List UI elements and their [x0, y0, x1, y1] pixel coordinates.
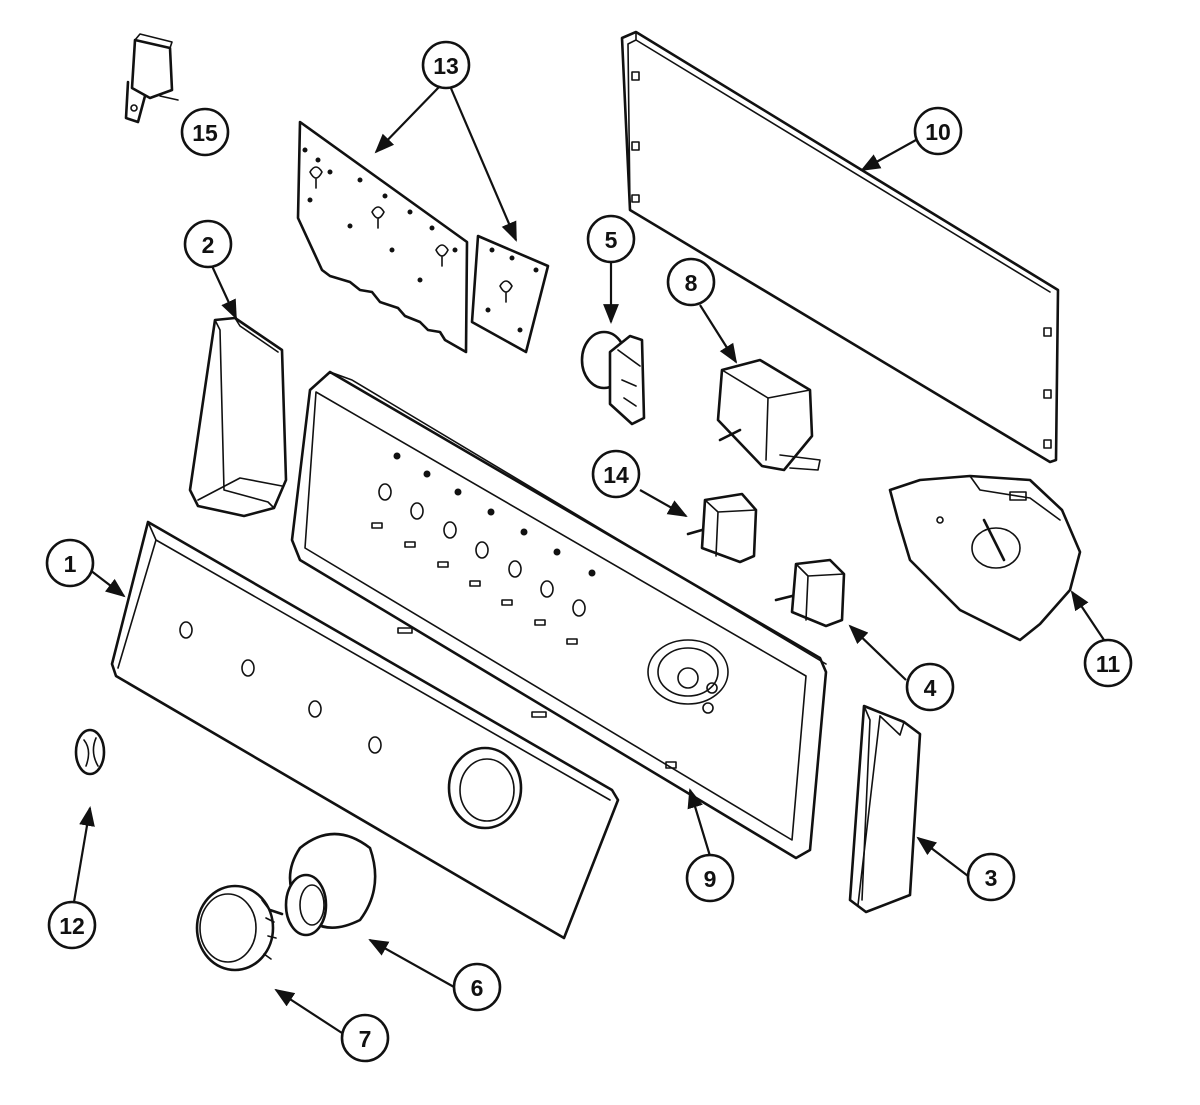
callout-7: 7	[340, 1013, 390, 1063]
svg-text:8: 8	[685, 270, 698, 296]
timer-motor-part	[888, 474, 1082, 642]
left-end-cap-part	[188, 316, 288, 518]
callout-1: 1	[45, 538, 95, 588]
transformer-part	[124, 33, 179, 124]
timer-switch-part	[716, 358, 821, 472]
right-end-cap-part	[848, 704, 922, 914]
svg-text:10: 10	[925, 119, 951, 145]
callout-4: 4	[905, 662, 955, 712]
svg-text:2: 2	[202, 232, 215, 258]
callout-2: 2	[183, 219, 233, 269]
svg-text:13: 13	[433, 53, 459, 79]
svg-text:4: 4	[924, 675, 937, 701]
callout-10: 10	[913, 106, 963, 156]
knob-skirt-part	[284, 832, 377, 937]
rocker-switch-part	[774, 558, 846, 628]
callout-3: 3	[966, 852, 1016, 902]
callout-15: 15	[180, 107, 230, 157]
svg-text:14: 14	[603, 462, 629, 488]
callout-14: 14	[591, 449, 641, 499]
svg-text:15: 15	[192, 120, 218, 146]
selector-switch-part	[686, 492, 758, 564]
callout-12: 12	[47, 900, 97, 950]
callout-11: 11	[1083, 638, 1133, 688]
switch-part	[580, 330, 646, 426]
front-facia-part	[110, 520, 620, 940]
svg-text:9: 9	[704, 866, 717, 892]
leader-lines	[72, 85, 1105, 1034]
callout-8: 8	[666, 257, 716, 307]
svg-text:6: 6	[471, 975, 484, 1001]
svg-text:5: 5	[605, 227, 618, 253]
callout-9: 9	[685, 853, 735, 903]
back-panel-part	[620, 30, 1060, 464]
circuit-boards-part	[296, 120, 550, 354]
callout-5: 5	[586, 214, 636, 264]
knob-part	[195, 884, 284, 972]
svg-text:1: 1	[64, 551, 77, 577]
svg-text:7: 7	[359, 1026, 372, 1052]
console-panel-part	[290, 370, 828, 860]
callout-6: 6	[452, 962, 502, 1012]
svg-text:12: 12	[59, 913, 85, 939]
callout-13: 13	[421, 40, 471, 90]
svg-text:3: 3	[985, 865, 998, 891]
svg-text:11: 11	[1096, 651, 1121, 677]
knob-cap-part	[74, 728, 106, 776]
